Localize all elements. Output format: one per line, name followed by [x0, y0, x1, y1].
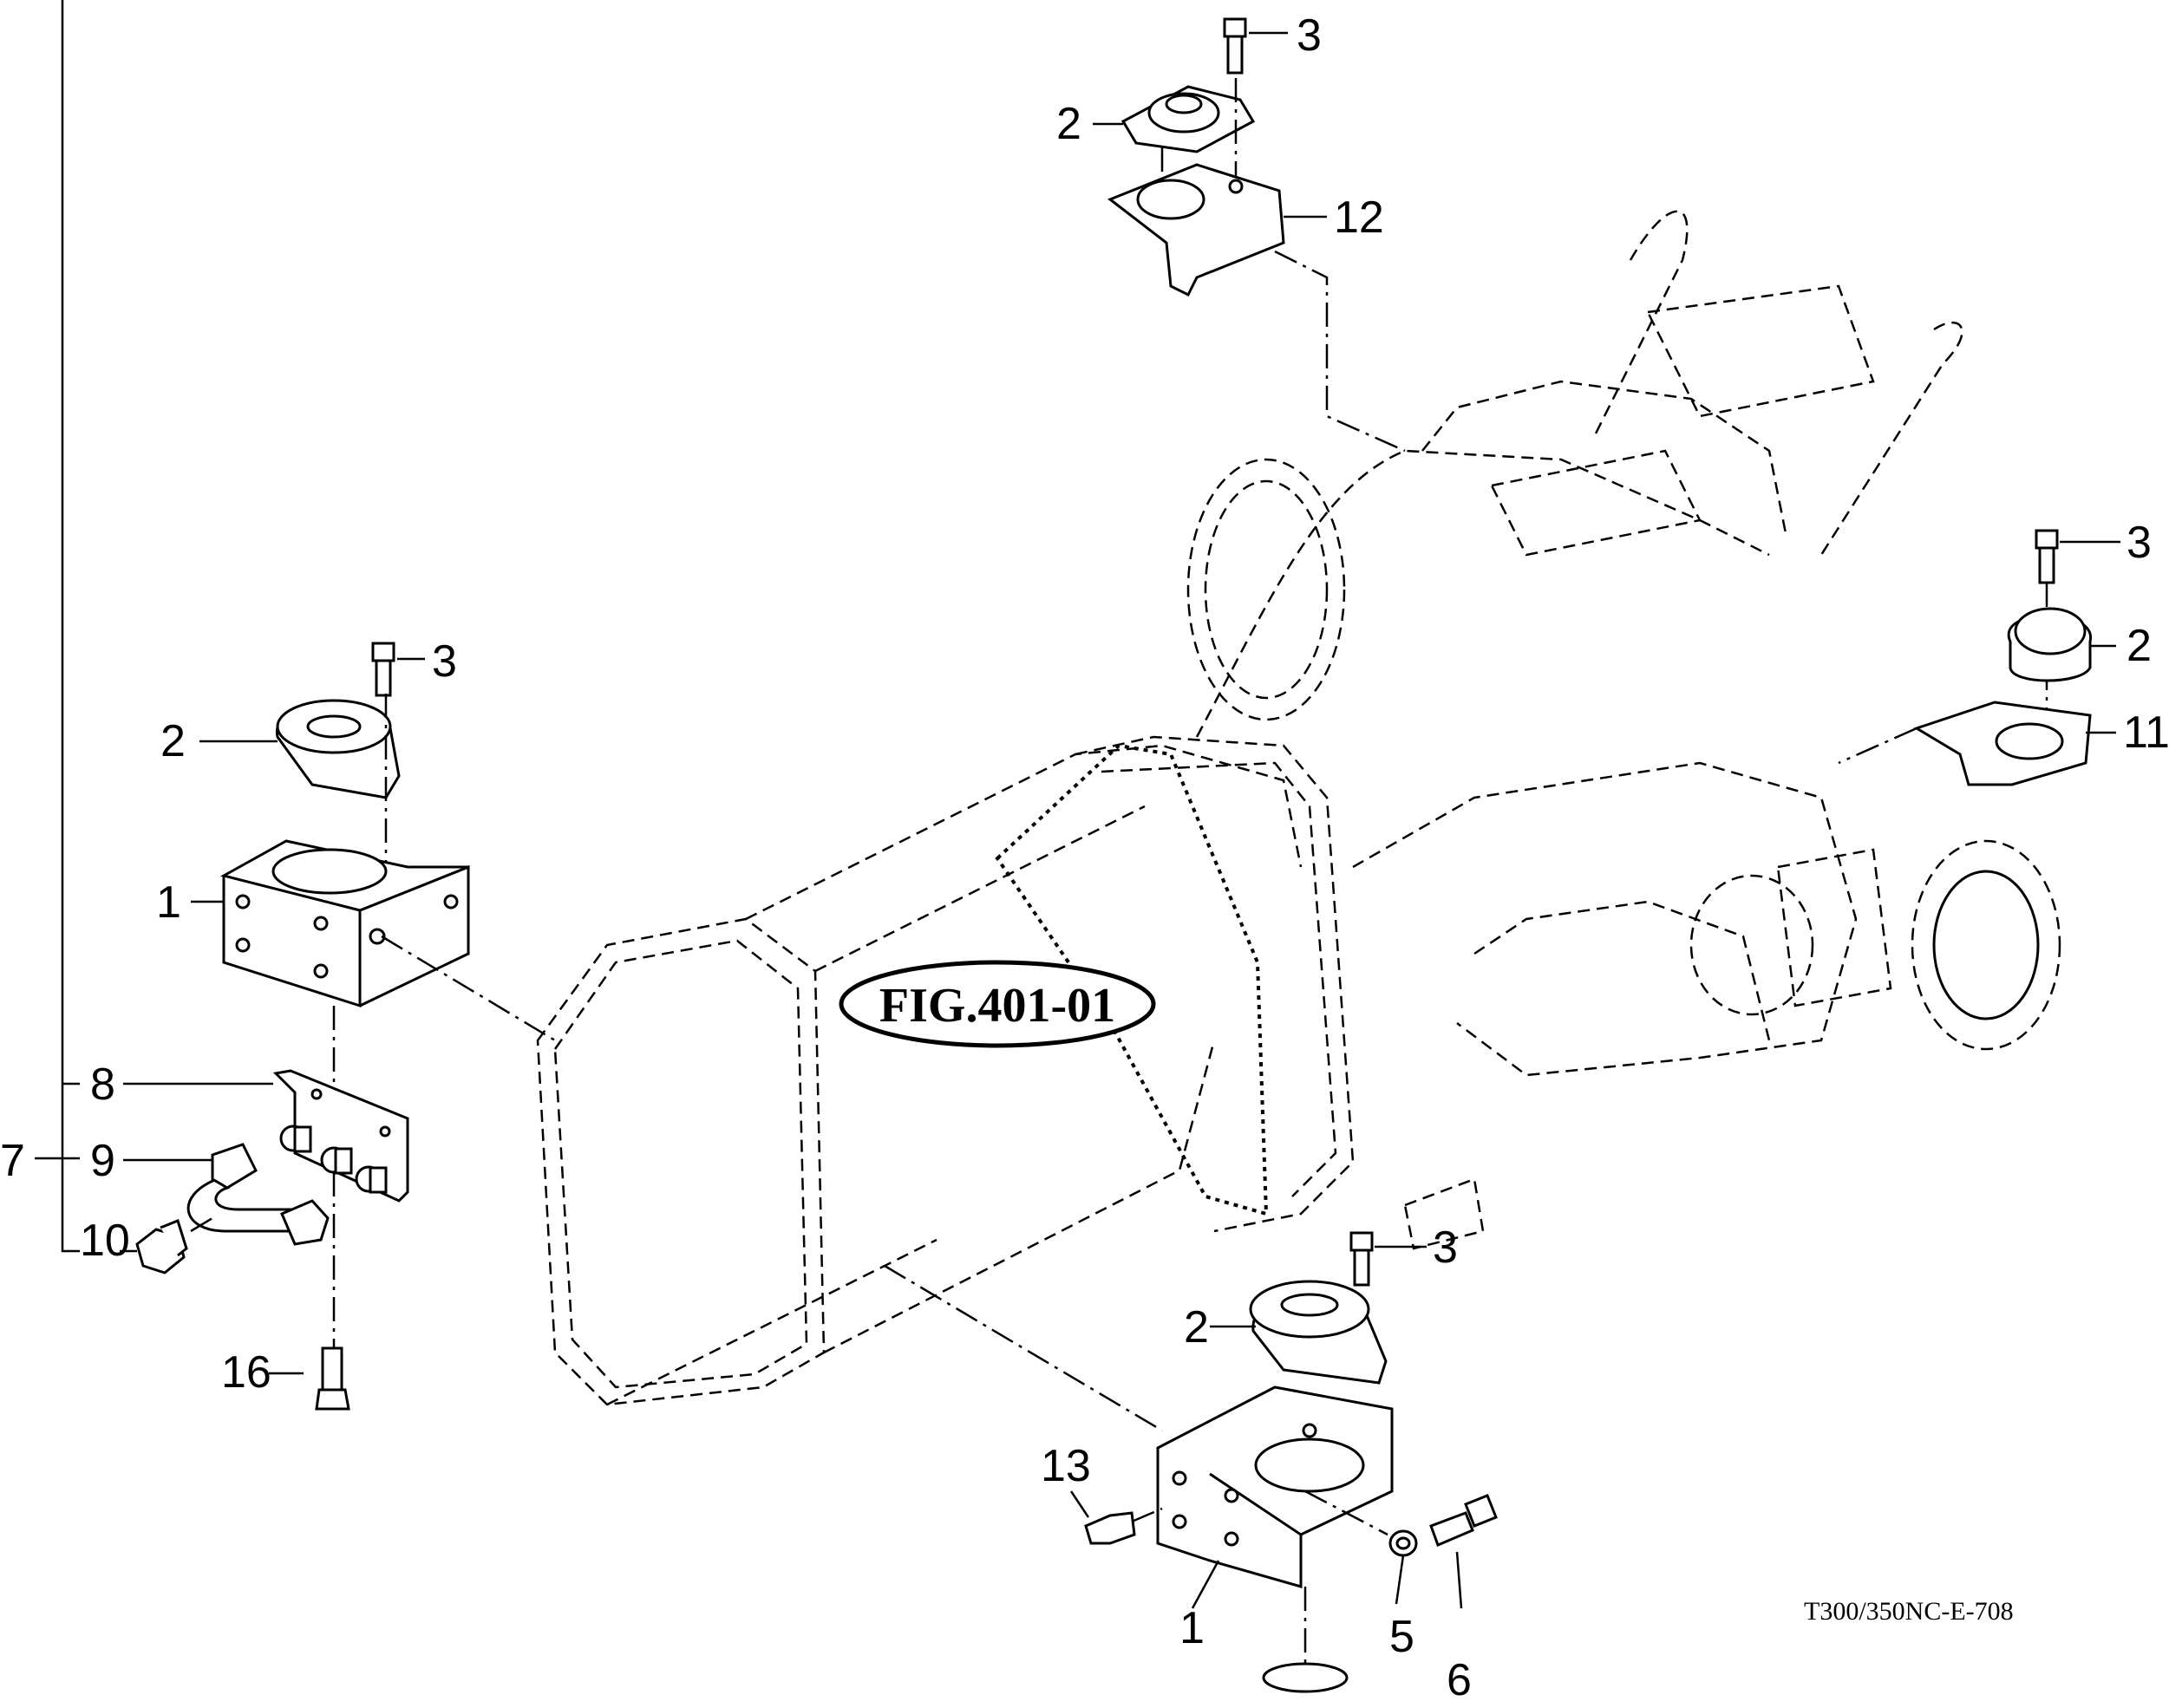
callout-pipe-plug: 10: [80, 1216, 130, 1266]
left-bolt: [371, 642, 395, 697]
right-bracket: [1913, 701, 2092, 786]
left-rubber-mount: [276, 699, 401, 799]
callout-top-mount: 2: [1056, 99, 1081, 149]
callout-pipe-assembly: 7: [0, 1136, 25, 1186]
callout-left-bracket: 1: [156, 877, 181, 928]
bottom-rubber-mount: [1249, 1280, 1388, 1385]
callout-right-mount: 2: [2127, 621, 2152, 671]
callout-pipe-tube: 9: [90, 1136, 115, 1186]
callout-washer: 5: [1389, 1612, 1414, 1662]
drawing-id: T300/350NC-E-708: [1804, 1597, 2014, 1626]
left-bracket: [219, 839, 470, 1008]
fig-reference-label: FIG.401-01: [879, 979, 1115, 1033]
callout-left-mount: 2: [160, 716, 186, 766]
right-bolt: [2035, 529, 2059, 584]
bottom-washer-plate: [1262, 1662, 1349, 1693]
bottom-mount-assembly: 3 2 1 13: [884, 1222, 1498, 1705]
transmission-housing: [536, 210, 2061, 1406]
top-mount-assembly: 3 2 12: [1056, 10, 1406, 453]
left-mount-assembly: 3 2 1: [156, 636, 556, 1353]
callout-bottom-bolt: 3: [1433, 1222, 1458, 1273]
callout-right-bracket: 11: [2123, 707, 2169, 758]
right-mount-assembly: 3 2 11: [1838, 518, 2169, 786]
side-bolt: [1084, 1511, 1136, 1545]
callout-bottom-bracket: 1: [1179, 1603, 1205, 1653]
callout-left-bottom-bolt: 16: [221, 1347, 271, 1398]
callout-pipe-plate: 8: [90, 1059, 115, 1110]
callout-side-bolt: 13: [1041, 1441, 1091, 1491]
top-bolt: [1223, 17, 1247, 75]
top-bracket: [1107, 163, 1285, 297]
bottom-bracket: [1156, 1385, 1394, 1588]
fig-reference-badge[interactable]: FIG.401-01: [839, 960, 1156, 1048]
callout-bottom-hex-bolt: 6: [1447, 1655, 1472, 1705]
pipe-plate: [272, 1069, 409, 1203]
left-bottom-bolt: [315, 1346, 350, 1411]
callout-top-bracket: 12: [1334, 192, 1384, 243]
fig-reference-outline: [995, 743, 1269, 1216]
callout-right-bolt: 3: [2127, 518, 2152, 568]
top-rubber-mount: [1120, 85, 1256, 153]
washer: [1388, 1529, 1418, 1557]
pipe-tube: [186, 1143, 330, 1246]
pipe-plug: [135, 1219, 188, 1274]
callout-bottom-mount: 2: [1184, 1302, 1209, 1353]
bottom-bolt: [1349, 1231, 1374, 1287]
bottom-hex-bolt: [1429, 1494, 1498, 1547]
callout-left-bolt: 3: [432, 636, 457, 687]
callout-top-bolt: 3: [1297, 10, 1322, 61]
pipe-assembly: 7 8 9 10 16: [0, 0, 409, 1411]
right-rubber-mount: [2007, 607, 2092, 682]
